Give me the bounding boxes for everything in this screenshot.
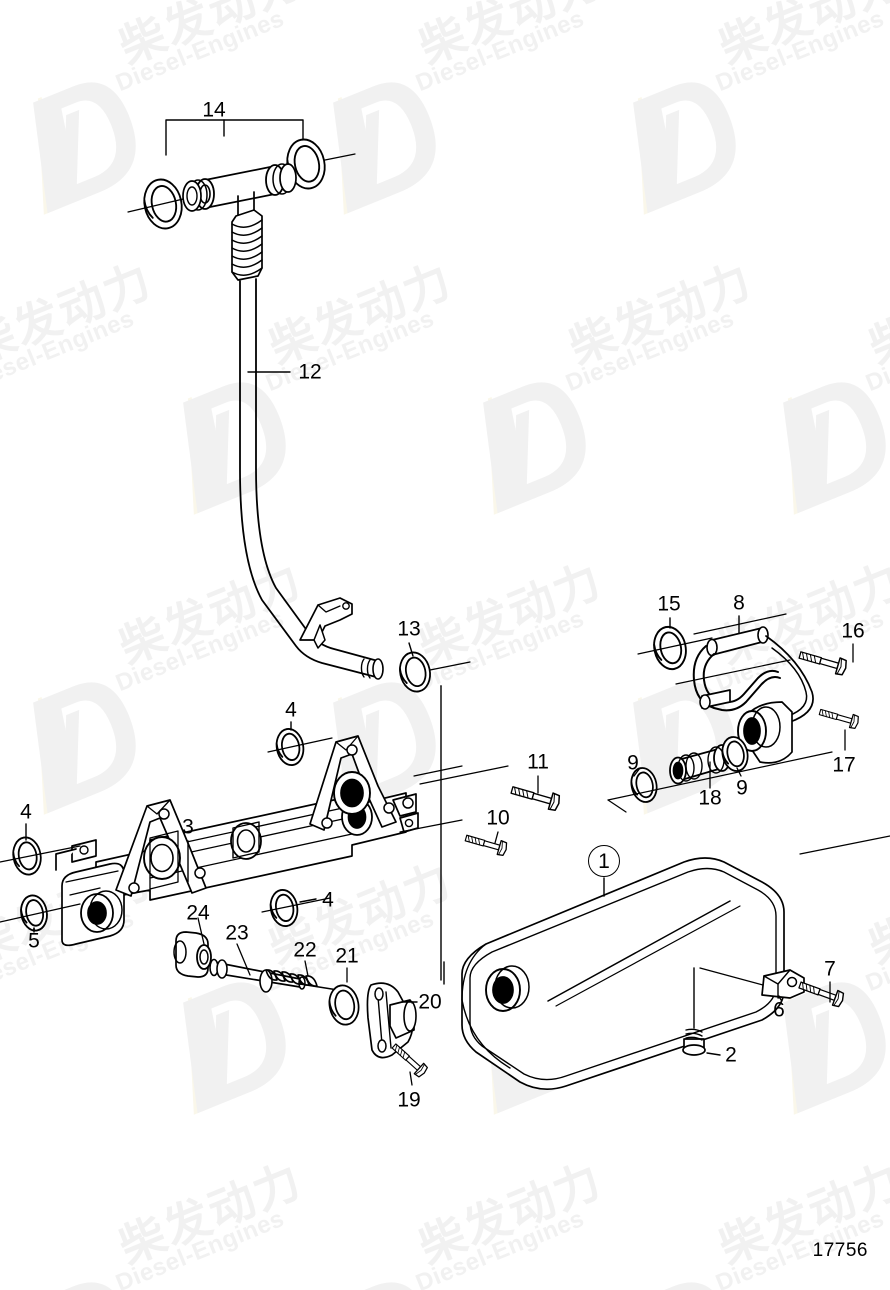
part-20-valve-housing: [366, 982, 418, 1059]
part-21-washer: [328, 967, 360, 1026]
part-13-sealing-ring: [399, 642, 471, 693]
callout-7: 7: [824, 957, 836, 981]
part-14-tee-assembly: [127, 119, 356, 281]
part-2-drain-plug: [682, 967, 721, 1056]
callout-24: 24: [186, 901, 210, 925]
callout-4: 4: [285, 698, 297, 722]
part-4-ring-lower-centre: [261, 888, 331, 928]
callout-9: 9: [627, 751, 639, 775]
callout-15: 15: [657, 592, 681, 616]
callout-3: 3: [182, 815, 194, 839]
part-10-screw: [399, 819, 509, 858]
part-16-screw: [797, 643, 854, 677]
callout-22: 22: [293, 938, 317, 962]
part-17-screw: [817, 704, 861, 751]
callout-13: 13: [397, 617, 421, 641]
callout-12: 12: [298, 360, 322, 384]
callout-1: 1: [588, 845, 620, 877]
part-12-connecting-pipe: [239, 278, 384, 680]
part-19-screw: [388, 1040, 430, 1086]
part-24-bushing: [173, 917, 212, 978]
callout-17: 17: [832, 753, 856, 777]
callout-11: 11: [527, 750, 549, 774]
callout-9: 9: [736, 776, 748, 800]
part-4-ring-upper-left: [0, 823, 81, 876]
part-8-bracket-clamp: [675, 613, 814, 723]
part-3-exhaust-manifold: [55, 735, 419, 947]
drawing-number: 17756: [812, 1240, 868, 1261]
part-5-ring-lower-left: [0, 894, 81, 933]
part-15-sealing-ring: [637, 617, 713, 671]
callout-4: 4: [20, 800, 32, 824]
callout-21: 21: [335, 944, 359, 968]
callout-19: 19: [397, 1088, 421, 1112]
callout-2: 2: [725, 1043, 737, 1067]
callout-8: 8: [733, 591, 745, 615]
part-23-valve-stem: [209, 943, 339, 991]
part-4-ring-top-centre: [267, 721, 333, 767]
callout-23: 23: [225, 921, 249, 945]
callout-6: 6: [773, 998, 785, 1022]
callout-18: 18: [698, 786, 722, 810]
callout-20: 20: [418, 990, 442, 1014]
callout-16: 16: [841, 619, 865, 643]
callout-14: 14: [202, 98, 226, 122]
callout-5: 5: [28, 929, 40, 953]
callout-4: 4: [322, 888, 334, 912]
callout-10: 10: [486, 806, 510, 830]
